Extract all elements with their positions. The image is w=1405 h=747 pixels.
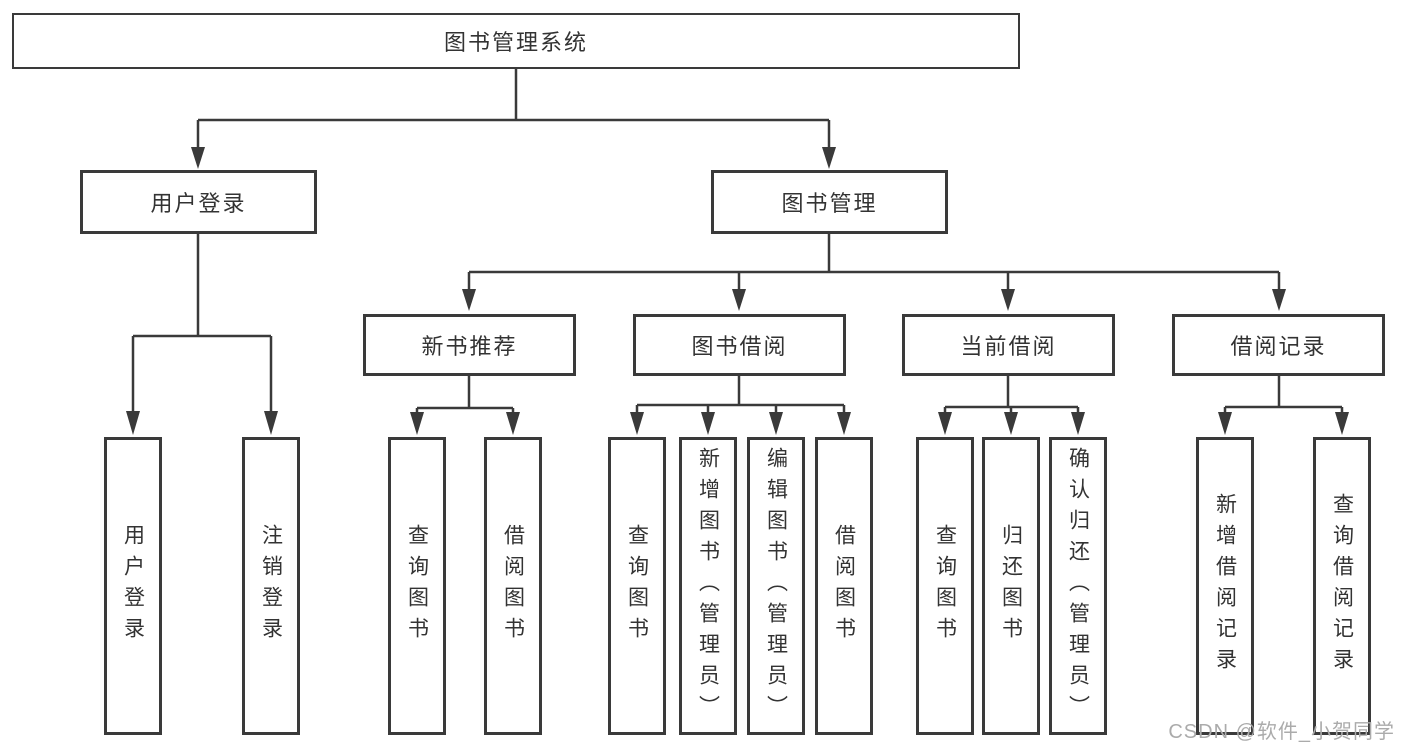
node-book-borrow-label: 图书借阅 bbox=[691, 334, 788, 359]
csdn-watermark: CSDN @软件_小贺同学 bbox=[1168, 721, 1395, 743]
connector-borrow-records-to-leaves bbox=[1218, 376, 1349, 435]
connector-book-borrow-to-leaves bbox=[630, 376, 851, 435]
leaf-records-add-record: 新增借阅记录 bbox=[1196, 437, 1254, 735]
leaf-recommend-query-books: 查询图书 bbox=[388, 437, 446, 735]
connector-book-management-to-level2 bbox=[462, 234, 1286, 311]
leaf-logout: 注销登录 bbox=[242, 437, 300, 735]
leaf-current-return-books: 归还图书 bbox=[982, 437, 1040, 735]
leaf-records-query-record: 查询借阅记录 bbox=[1313, 437, 1371, 735]
node-new-book-recommend: 新书推荐 bbox=[363, 314, 576, 376]
node-current-borrow: 当前借阅 bbox=[902, 314, 1115, 376]
leaf-borrow-borrow-books: 借阅图书 bbox=[815, 437, 873, 735]
leaf-borrow-add-book-admin: 新增图书（管理员） bbox=[679, 437, 737, 735]
node-root-label: 图书管理系统 bbox=[443, 30, 588, 55]
leaf-recommend-borrow-books: 借阅图书 bbox=[484, 437, 542, 735]
connector-user-login-to-leaves bbox=[126, 234, 278, 435]
node-book-management: 图书管理 bbox=[711, 170, 948, 234]
leaf-borrow-query-books: 查询图书 bbox=[608, 437, 666, 735]
node-user-login: 用户登录 bbox=[80, 170, 317, 234]
leaf-user-login: 用户登录 bbox=[104, 437, 162, 735]
node-borrow-records: 借阅记录 bbox=[1172, 314, 1385, 376]
leaf-borrow-edit-book-admin: 编辑图书（管理员） bbox=[747, 437, 805, 735]
node-borrow-records-label: 借阅记录 bbox=[1230, 334, 1327, 359]
connector-root-to-level1 bbox=[191, 69, 836, 169]
node-user-login-label: 用户登录 bbox=[150, 191, 247, 216]
node-current-borrow-label: 当前借阅 bbox=[960, 334, 1057, 359]
leaf-current-query-books: 查询图书 bbox=[916, 437, 974, 735]
node-new-book-recommend-label: 新书推荐 bbox=[421, 334, 518, 359]
node-root-library-management-system: 图书管理系统 bbox=[12, 13, 1020, 69]
node-book-borrow: 图书借阅 bbox=[633, 314, 846, 376]
leaf-current-confirm-return-admin: 确认归还（管理员） bbox=[1049, 437, 1107, 735]
connector-current-borrow-to-leaves bbox=[938, 376, 1085, 435]
connector-new-book-recommend-to-leaves bbox=[410, 376, 520, 435]
node-book-management-label: 图书管理 bbox=[781, 191, 878, 216]
